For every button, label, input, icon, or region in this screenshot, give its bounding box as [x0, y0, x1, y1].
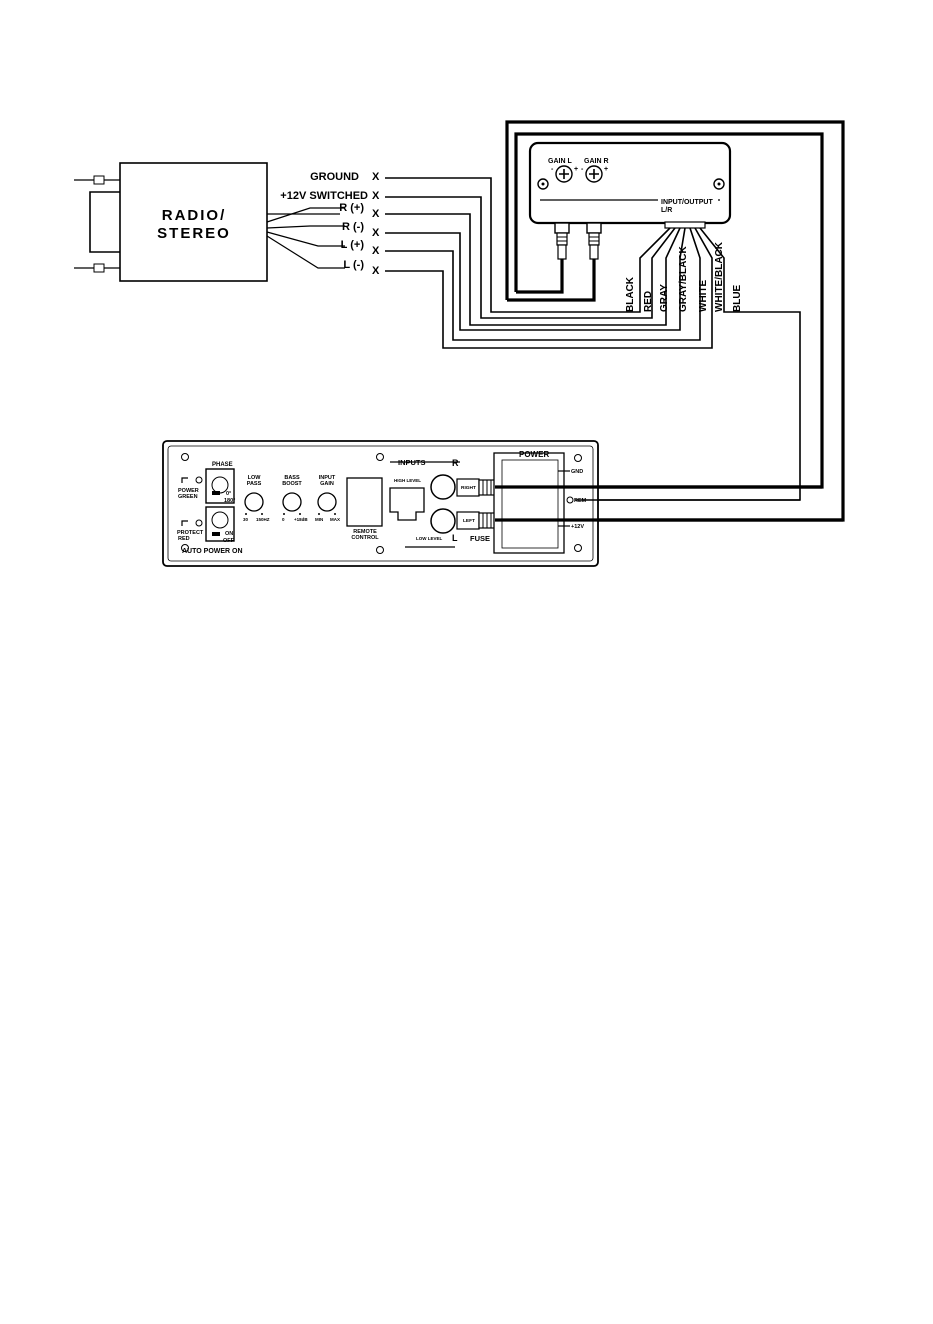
off-label: OFF	[223, 538, 235, 544]
wire-label-gray-black: GRAY/BLACK	[678, 245, 689, 312]
auto-power-switch[interactable]	[205, 506, 235, 542]
left-plug-label: LEFT	[463, 518, 475, 524]
output-mark-lplus: X	[372, 245, 380, 257]
radio-stereo-unit: RADIO/ STEREO	[74, 162, 268, 282]
phase-label: PHASE	[212, 462, 233, 468]
low-pass-label-2: PASS	[247, 481, 262, 487]
input-gain-knob[interactable]	[317, 492, 337, 512]
low-pass-min: 30	[243, 517, 249, 522]
radio-label-line2: STEREO	[157, 225, 231, 242]
low-pass-max: 150HZ	[256, 517, 270, 522]
gain-r-minus: -	[581, 166, 584, 173]
output-label-lminus: L (-)	[343, 259, 364, 271]
fuse-label: FUSE	[470, 534, 490, 543]
power-led-color: GREEN	[178, 494, 198, 500]
gain-l-knob[interactable]	[555, 165, 573, 183]
bass-min: 0	[282, 517, 285, 522]
amp-speaker-wires	[495, 485, 843, 522]
gain-l-label: GAIN L	[548, 158, 572, 165]
gain-l-minus: -	[551, 166, 554, 173]
wire-label-gray: GRAY	[659, 284, 670, 312]
gain-r-knob[interactable]	[585, 165, 603, 183]
protect-led-label: PROTECT	[177, 530, 204, 536]
output-mark-rminus: X	[372, 227, 380, 239]
phase-180-label: 180°	[224, 498, 235, 504]
amplifier-panel: POWER GREEN PROTECT RED PHASE 0° 180° ON…	[162, 440, 599, 567]
output-label-rplus: R (+)	[339, 202, 364, 214]
remote-label-2: CONTROL	[351, 535, 379, 541]
gain-l-plus: +	[574, 166, 578, 173]
high-level-label: HIGH LEVEL	[394, 478, 421, 483]
protect-led-color: RED	[178, 536, 190, 542]
rca-jack-right[interactable]	[430, 474, 456, 500]
rem-label: REM	[574, 498, 587, 504]
output-label-ground: GROUND	[310, 171, 359, 183]
bass-max: +18dB	[294, 517, 308, 522]
io-label-line2: L/R	[661, 207, 672, 214]
output-label-lplus: L (+)	[341, 239, 365, 251]
gain-min: MIN	[315, 517, 323, 522]
phase-switch[interactable]	[205, 468, 235, 504]
wire-label-black: BLACK	[625, 276, 636, 312]
wire-label-red: RED	[643, 291, 654, 312]
output-mark-lminus: X	[372, 265, 380, 277]
remote-control-port[interactable]	[346, 477, 383, 527]
rca-jack-left[interactable]	[430, 508, 456, 534]
input-gain-label: INPUT	[319, 475, 336, 481]
output-mark-rplus: X	[372, 208, 380, 220]
rca-connector-right	[586, 222, 602, 260]
radio-label-line1: RADIO/	[162, 207, 227, 224]
right-plug-label: RIGHT	[461, 485, 476, 491]
power-label: POWER	[519, 450, 549, 459]
bass-boost-label: BASS	[284, 475, 300, 481]
inputs-l-label: L	[452, 533, 458, 543]
power-led-label: POWER	[178, 488, 199, 494]
wire-label-white: WHITE	[698, 279, 709, 312]
rca-connector-left	[554, 222, 570, 260]
output-mark-ground: X	[372, 171, 380, 183]
input-gain-label-2: GAIN	[320, 481, 334, 487]
inputs-label: INPUTS	[398, 458, 426, 467]
auto-power-on-label: AUTO POWER ON	[182, 548, 243, 555]
high-level-input-port[interactable]	[389, 487, 425, 521]
io-harness-wires	[385, 177, 801, 501]
gnd-label: GND	[571, 469, 583, 475]
output-label-12v: +12V SWITCHED	[280, 190, 368, 202]
wire-label-blue: BLUE	[732, 284, 743, 312]
bass-boost-label-2: BOOST	[282, 481, 302, 487]
gain-max: MAX	[330, 517, 340, 522]
low-pass-label: LOW	[248, 475, 262, 481]
bass-boost-knob[interactable]	[282, 492, 302, 512]
io-label-line1: INPUT/OUTPUT	[661, 199, 713, 206]
plus12-label: +12V	[571, 524, 584, 530]
radio-output-labels: GROUND +12V SWITCHED R (+) R (-) L (+) L…	[280, 171, 380, 277]
phase-0-label: 0°	[226, 491, 231, 497]
on-label: ON	[225, 531, 233, 537]
gain-r-plus: +	[604, 166, 608, 173]
low-level-label: LOW LEVEL	[416, 536, 442, 541]
output-label-rminus: R (-)	[342, 221, 364, 233]
gain-r-label: GAIN R	[584, 158, 609, 165]
remote-label: REMOTE	[353, 529, 377, 535]
inputs-r-label: R	[452, 458, 459, 468]
output-mark-12v: X	[372, 190, 380, 202]
wire-label-white-black: WHITE/BLACK	[714, 241, 725, 312]
wire-color-labels: BLACK RED GRAY GRAY/BLACK WHITE WHITE/BL…	[625, 241, 743, 312]
low-pass-knob[interactable]	[244, 492, 264, 512]
radio-output-wires	[266, 207, 345, 269]
